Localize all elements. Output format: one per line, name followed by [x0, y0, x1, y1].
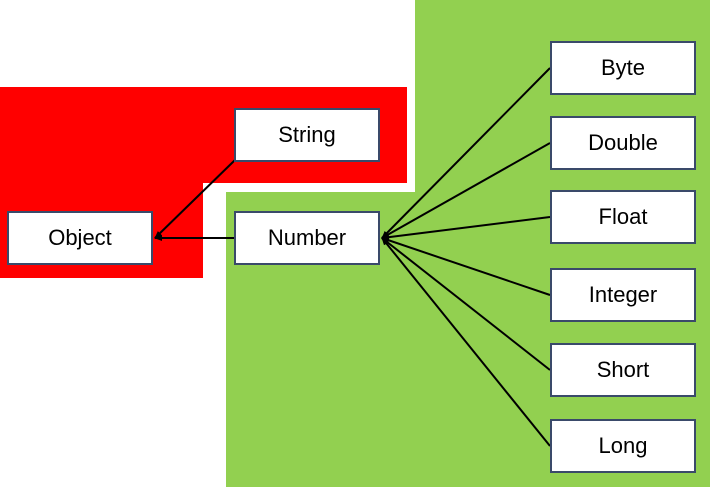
- number-node: Number: [234, 211, 380, 265]
- double-node: Double: [550, 116, 696, 170]
- edge-short-to-number: [381, 237, 551, 371]
- string-node: String: [234, 108, 380, 162]
- edge-byte-to-number: [381, 67, 551, 239]
- integer-node: Integer: [550, 268, 696, 322]
- edge-double-to-number: [381, 142, 551, 239]
- edge-integer-to-number: [381, 237, 551, 296]
- byte-node: Byte: [550, 41, 696, 95]
- float-node: Float: [550, 190, 696, 244]
- edge-long-to-number: [381, 237, 551, 447]
- object-node: Object: [7, 211, 153, 265]
- short-node: Short: [550, 343, 696, 397]
- edge-float-to-number: [381, 216, 551, 241]
- edge-string-to-object: [154, 159, 236, 239]
- long-node: Long: [550, 419, 696, 473]
